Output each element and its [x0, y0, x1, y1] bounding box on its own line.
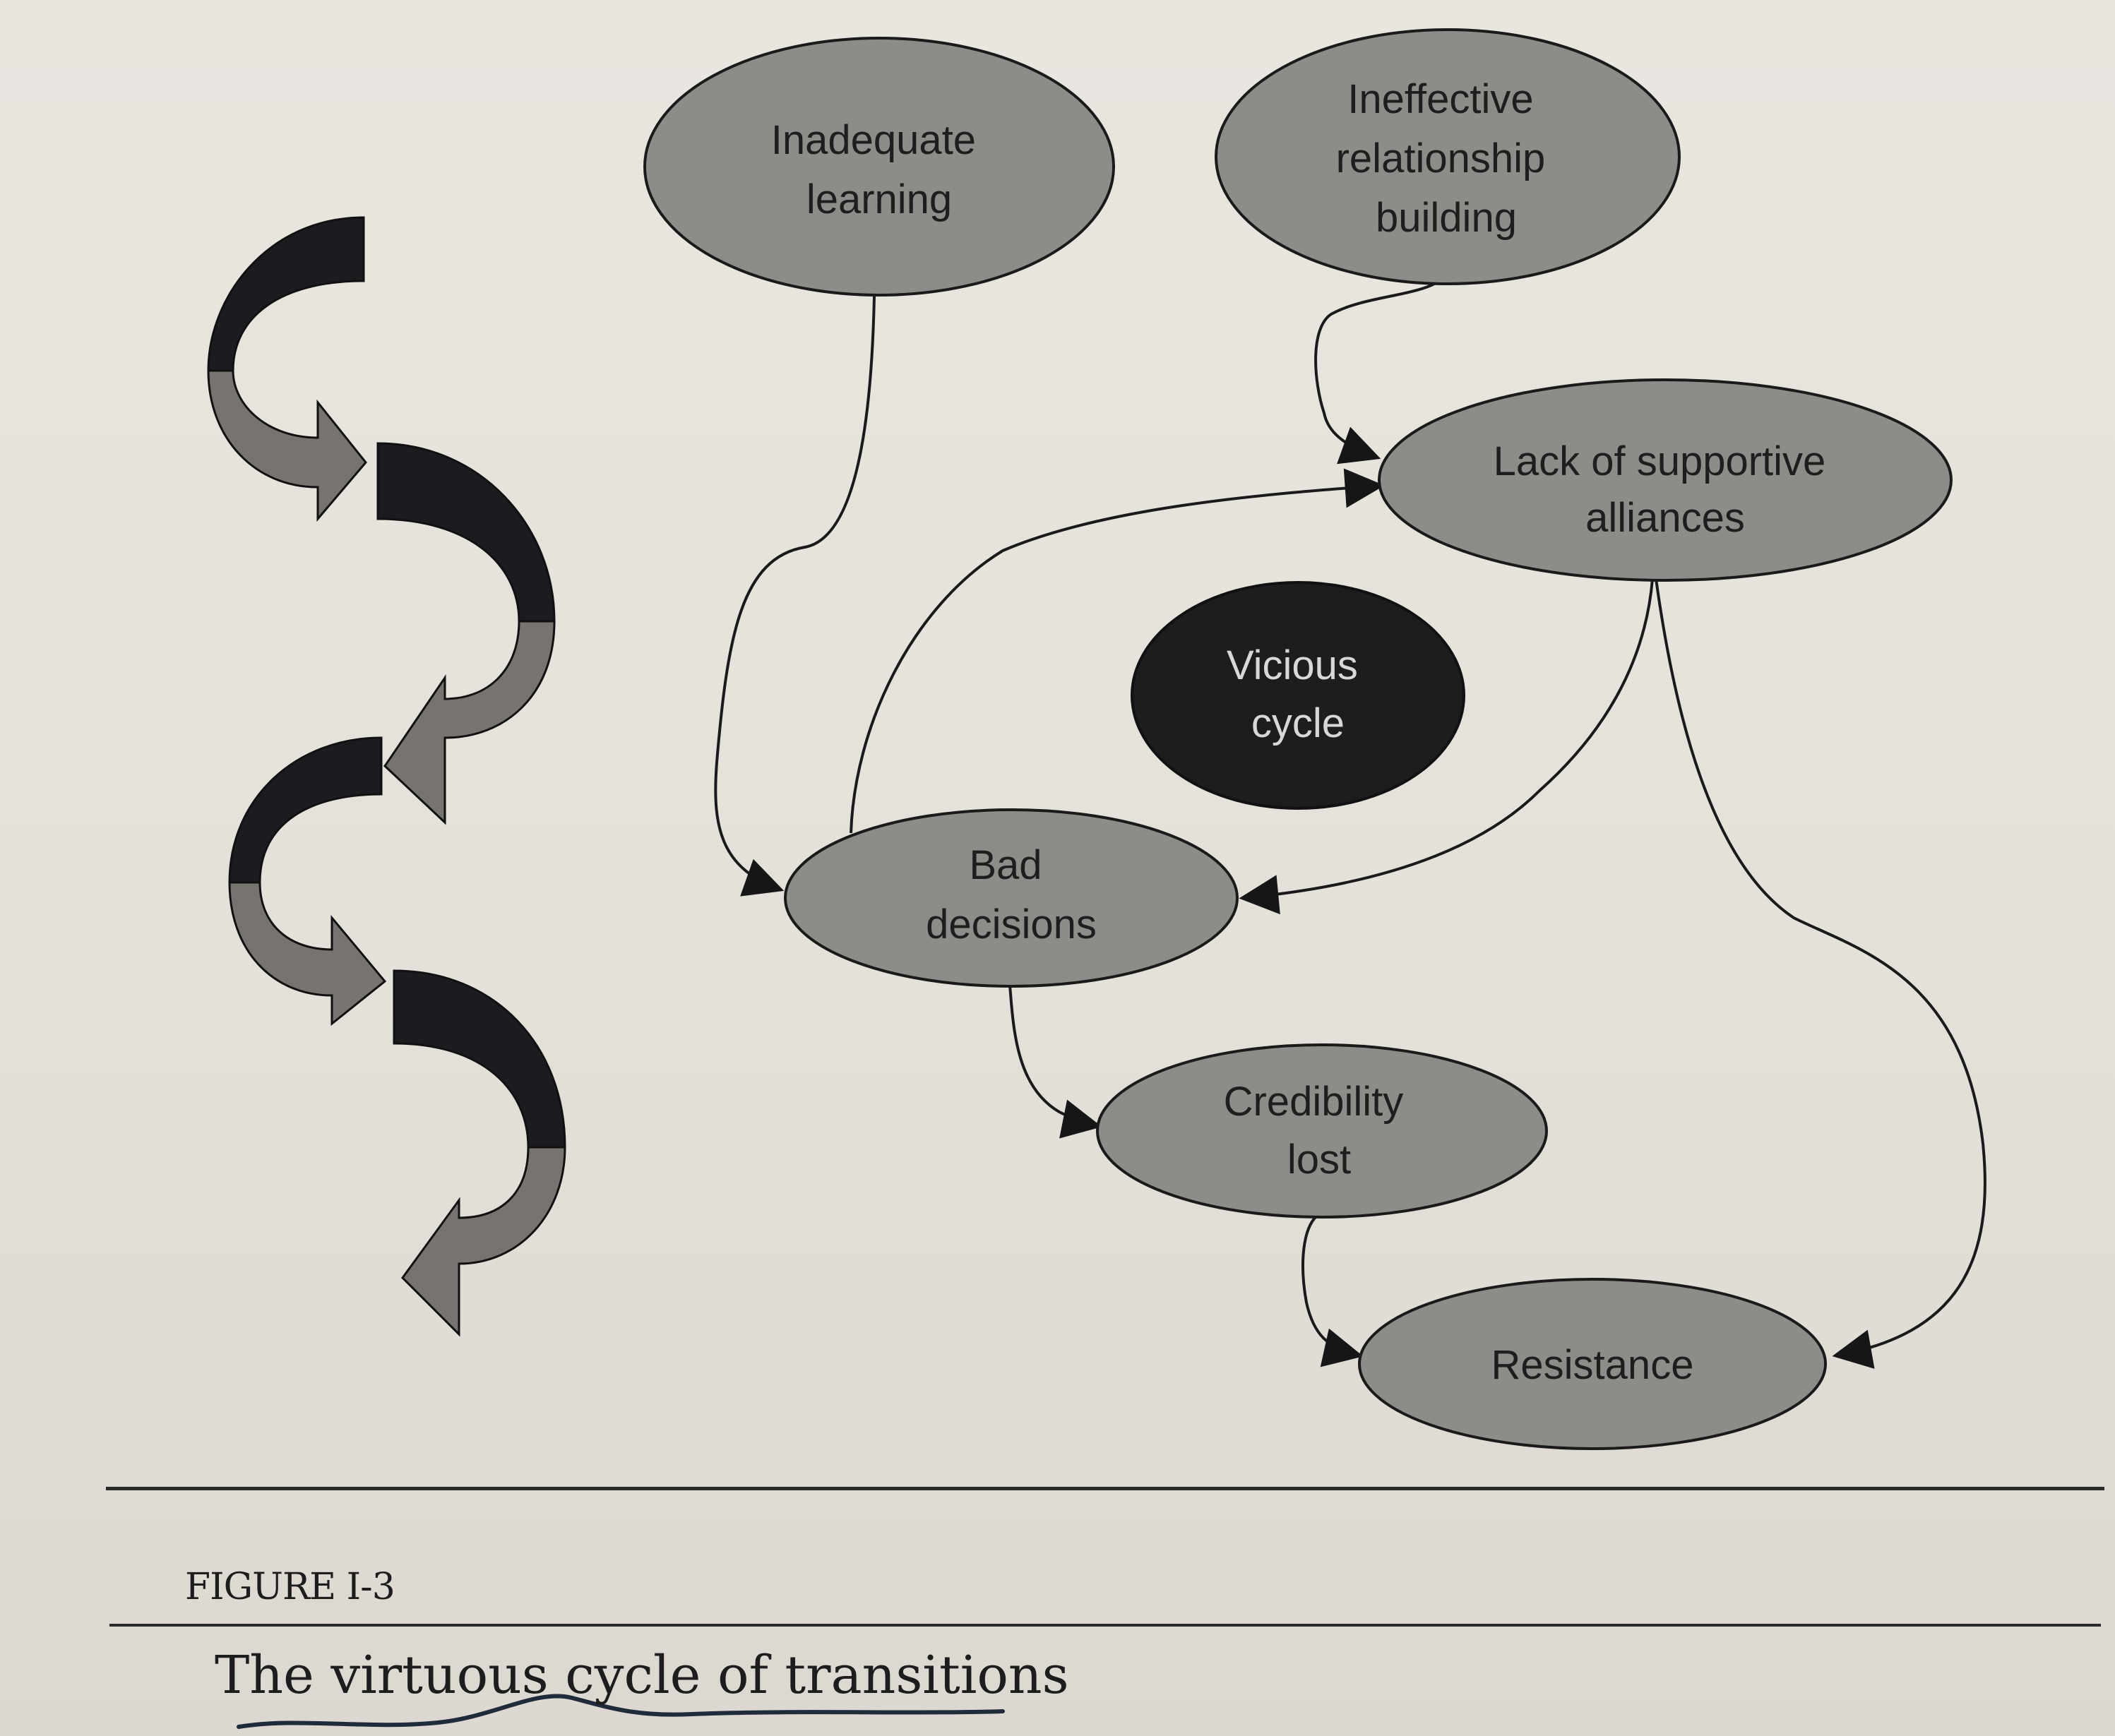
node-ineffective-relationship-building: Ineffective relationship building	[1215, 28, 1681, 285]
edge-bad-decisions-to-credibility-lost	[1008, 984, 1102, 1139]
node-inadequate-learning: Inadequate learning	[643, 37, 1115, 297]
node-vicious-cycle-label: Vicious cycle	[1227, 642, 1369, 746]
node-lack-of-supportive-alliances: Lack of supportive alliances	[1378, 378, 1953, 582]
spiral-segment-4-dark	[393, 969, 566, 1149]
node-lack-of-supportive-alliances-line-1: Lack of supportive	[1494, 438, 1826, 484]
node-vicious-cycle: Vicious cycle	[1131, 581, 1465, 810]
edge-credibility-lost-to-resistance	[1301, 1214, 1364, 1367]
node-credibility-lost-line-2: lost	[1287, 1137, 1351, 1183]
node-inadequate-learning-shape	[643, 37, 1115, 297]
spiral-segment-4-grey	[401, 1146, 566, 1337]
node-resistance-label: Resistance	[1491, 1342, 1694, 1388]
node-resistance: Resistance	[1358, 1278, 1827, 1450]
spiral-segment-1-dark	[207, 216, 365, 372]
node-lack-of-supportive-alliances-shape	[1378, 378, 1953, 582]
spiral-segment-1-grey	[207, 369, 367, 522]
edge-bad-decisions-to-lack-of-alliances	[850, 468, 1385, 834]
node-ineffective-relationship-building-line-3: building	[1376, 195, 1517, 241]
node-lack-of-supportive-alliances-label: Lack of supportive alliances	[1494, 438, 1837, 541]
spiral-segment-2-dark	[376, 442, 556, 623]
caption-top-rule	[106, 1487, 2104, 1490]
node-bad-decisions-line-1: Bad	[969, 842, 1042, 888]
node-inadequate-learning-line-2: learning	[806, 176, 952, 222]
node-resistance-shape	[1358, 1278, 1827, 1450]
node-credibility-lost-label: Credibility lost	[1224, 1079, 1415, 1183]
node-credibility-lost: Credibility lost	[1096, 1043, 1548, 1219]
caption-bottom-rule	[109, 1624, 2101, 1627]
node-vicious-cycle-line-2: cycle	[1251, 700, 1345, 746]
figure-title: The virtuous cycle of transitions	[215, 1645, 1069, 1706]
edge-inadequate-learning-to-bad-decisions	[714, 296, 876, 897]
node-bad-decisions-label: Bad decisions	[926, 842, 1097, 947]
decorative-spiral-arrows-icon	[207, 216, 566, 1337]
node-bad-decisions-line-2: decisions	[926, 902, 1097, 947]
node-ineffective-relationship-building-line-1: Ineffective	[1347, 76, 1533, 122]
node-ineffective-relationship-building-label: Ineffective relationship building	[1336, 76, 1557, 241]
node-credibility-lost-shape	[1096, 1043, 1548, 1219]
node-lack-of-supportive-alliances-line-2: alliances	[1585, 495, 1745, 541]
node-resistance-line-1: Resistance	[1491, 1342, 1694, 1388]
node-vicious-cycle-shape	[1131, 581, 1465, 810]
handwritten-underline	[237, 1694, 1005, 1729]
node-bad-decisions: Bad decisions	[784, 808, 1239, 988]
figure-label: FIGURE I-3	[185, 1566, 395, 1608]
spiral-segment-3-dark	[228, 736, 383, 884]
spiral-segment-3-grey	[228, 881, 387, 1026]
edge-ineffective-relationship-to-lack-of-alliances	[1314, 281, 1438, 465]
connector-lines	[714, 281, 1986, 1369]
spiral-segment-2-grey	[383, 620, 556, 825]
node-inadequate-learning-line-1: Inadequate	[771, 117, 976, 163]
edge-lack-of-alliances-to-bad-decisions	[1239, 578, 1654, 915]
node-bad-decisions-shape	[784, 808, 1239, 988]
node-inadequate-learning-label: Inadequate learning	[771, 117, 987, 222]
node-credibility-lost-line-1: Credibility	[1224, 1079, 1404, 1125]
node-ineffective-relationship-building-line-2: relationship	[1336, 136, 1546, 181]
edge-lack-of-alliances-to-resistance	[1655, 578, 1986, 1369]
node-ineffective-relationship-building-shape	[1215, 28, 1681, 285]
node-vicious-cycle-line-1: Vicious	[1227, 642, 1358, 688]
